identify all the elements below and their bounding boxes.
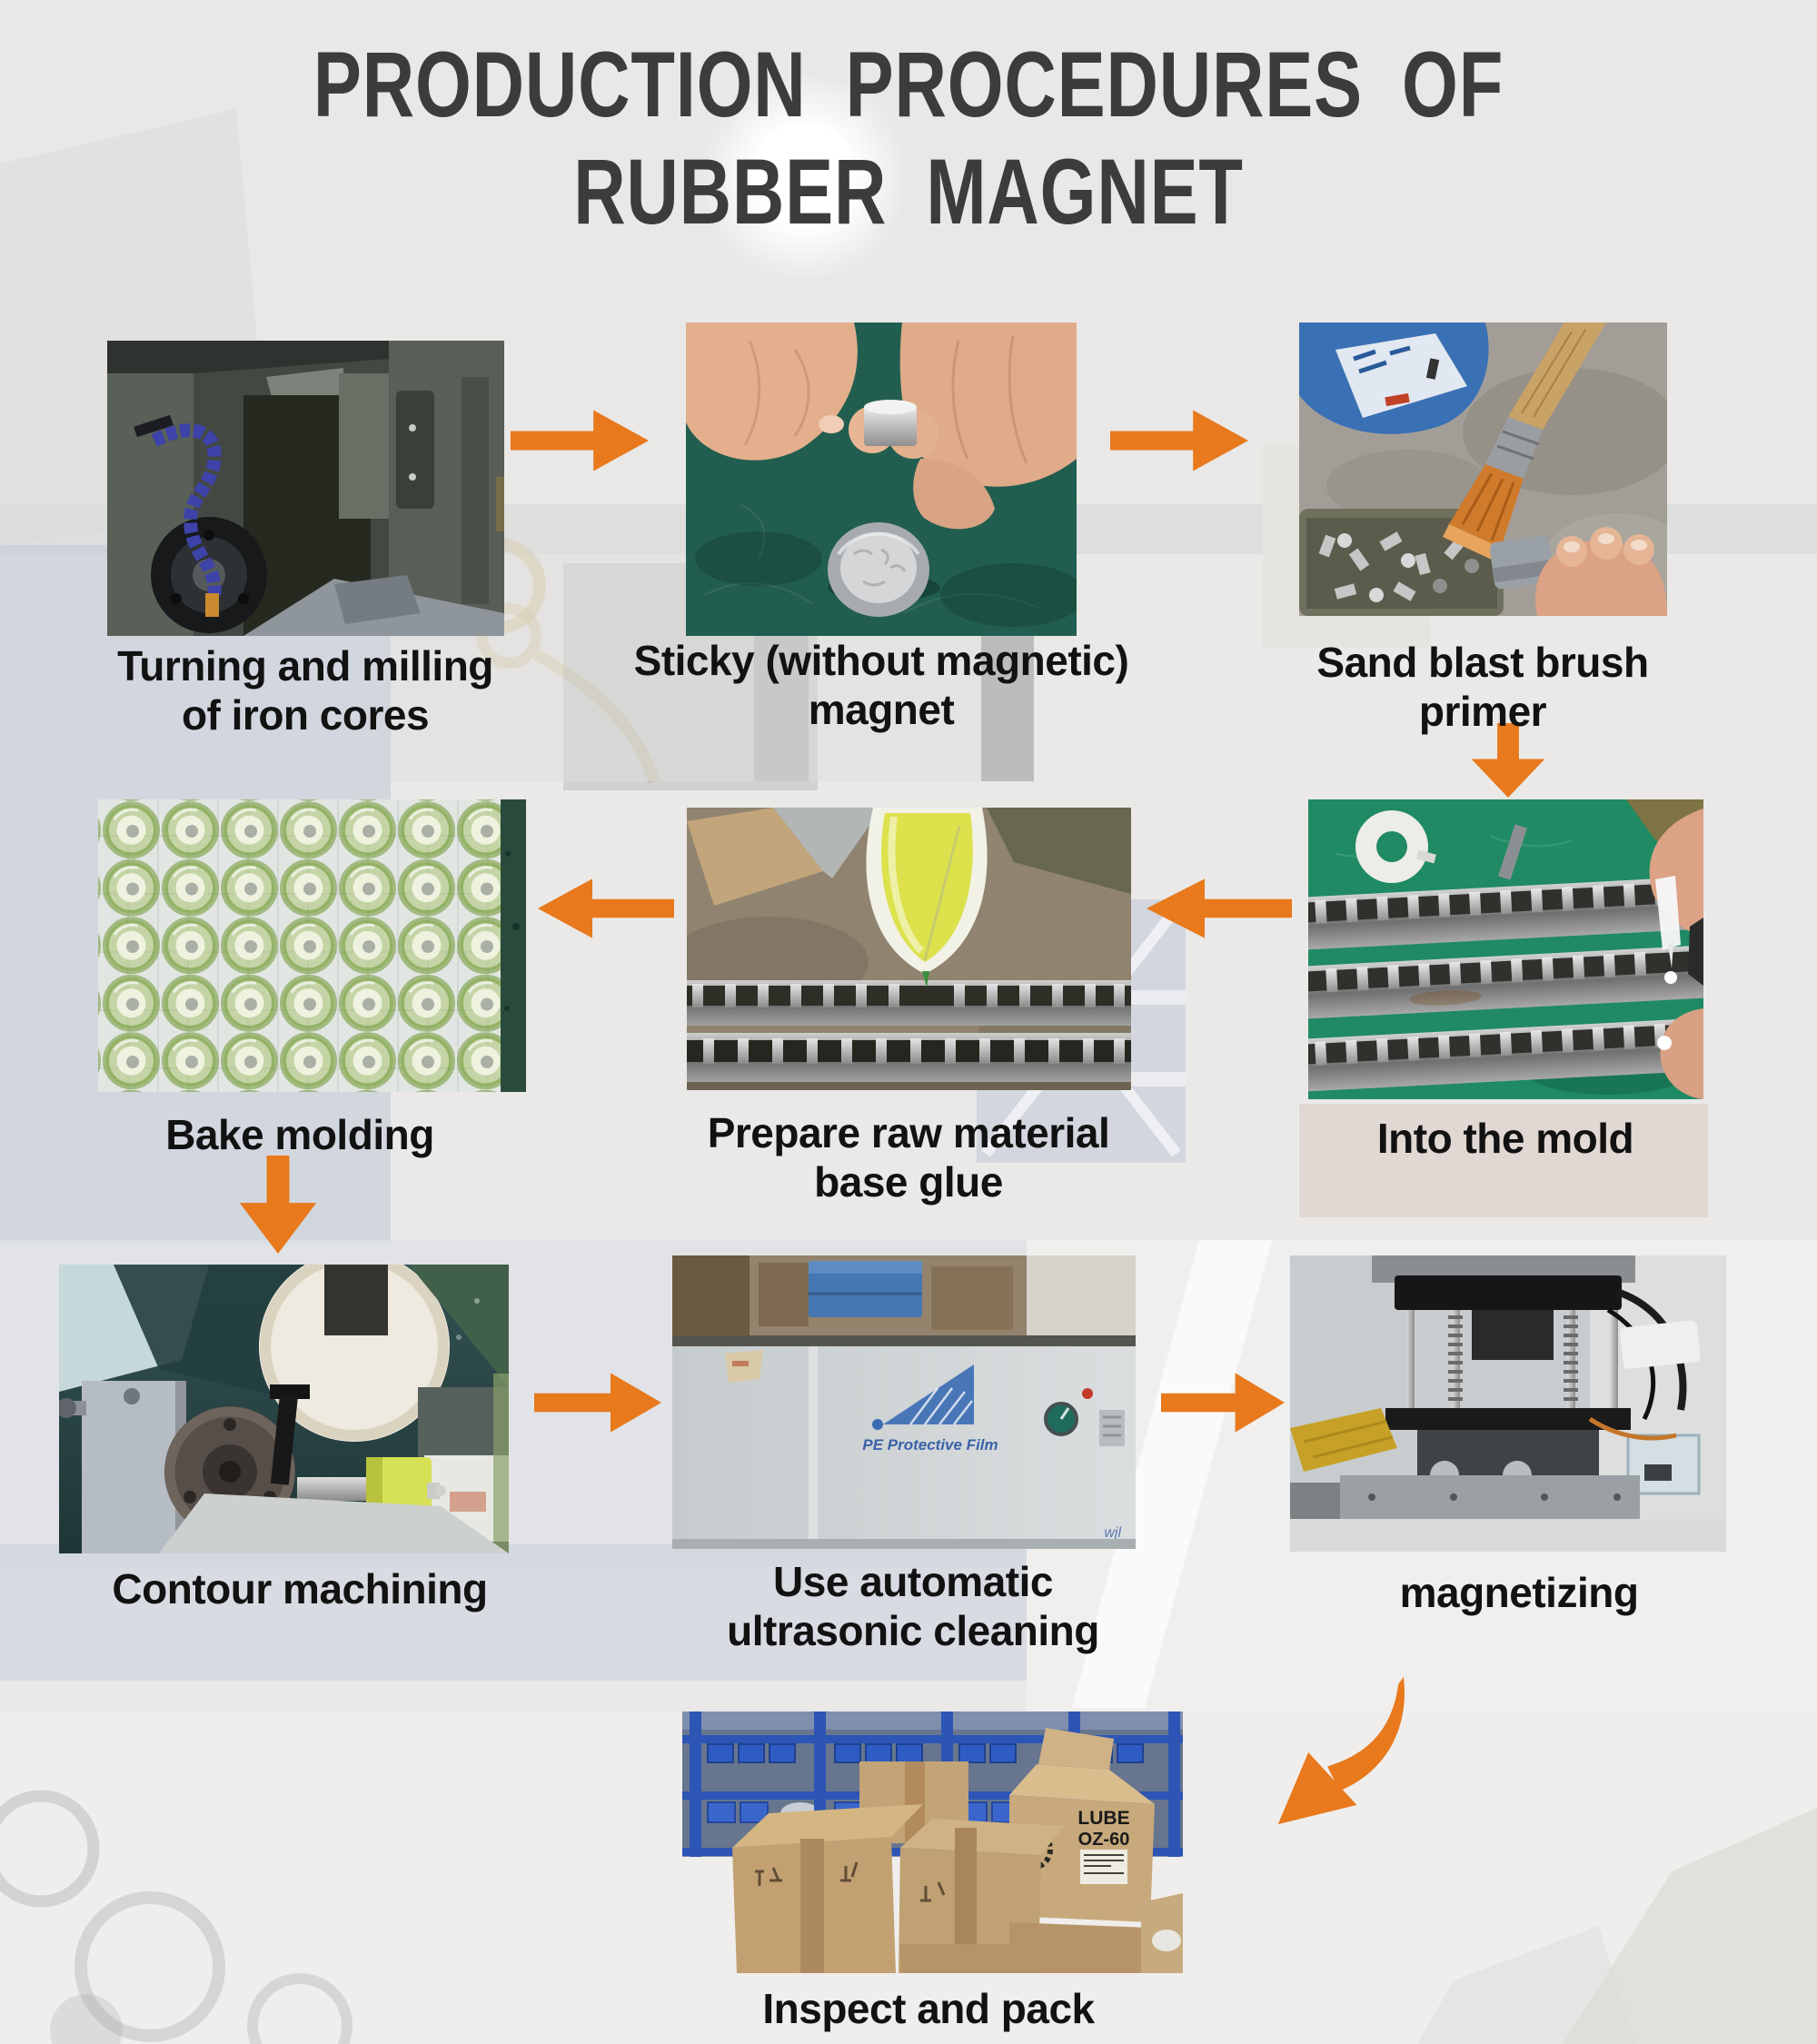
photo-into-the-mold — [1308, 799, 1703, 1099]
caption-line: Contour machining — [112, 1565, 488, 1612]
caption-magnetizing: magnetizing — [1301, 1568, 1737, 1617]
arrow-right-icon — [511, 402, 649, 480]
photo-prepare-raw-material — [687, 808, 1131, 1090]
caption-line: primer — [1418, 688, 1547, 736]
caption-line: Sand blast brush — [1316, 639, 1649, 686]
caption-line: Use automatic — [773, 1558, 1053, 1605]
caption-line: Turning and milling — [117, 642, 493, 690]
photo-sand-blast-brush — [1299, 322, 1667, 616]
caption-bake-molding: Bake molding — [82, 1110, 518, 1159]
curved-arrow-icon — [1274, 1677, 1421, 1828]
photo-turning-milling — [107, 341, 504, 636]
arrow-down-icon — [1468, 723, 1548, 798]
caption-line: Prepare raw material — [707, 1109, 1110, 1156]
ultrasonic-logo-text: PE Protective Film — [862, 1436, 998, 1454]
arrow-right-icon — [1110, 402, 1248, 480]
caption-line: Inspect and pack — [762, 1985, 1095, 2032]
photo-contour-machining — [59, 1265, 509, 1553]
caption-prepare-raw-material: Prepare raw material base glue — [672, 1108, 1145, 1207]
caption-line: of iron cores — [181, 691, 430, 739]
arrow-down-icon — [236, 1156, 320, 1254]
caption-ultrasonic-cleaning: Use automatic ultrasonic cleaning — [677, 1557, 1149, 1656]
box-brand-text: LUBE — [1077, 1808, 1129, 1829]
arrow-left-icon — [1147, 870, 1292, 947]
photo-sticky-magnet — [686, 322, 1077, 636]
caption-sticky-magnet: Sticky (without magnetic) magnet — [627, 636, 1136, 735]
caption-turning-milling: Turning and milling of iron cores — [69, 641, 541, 740]
box-model-text: OZ-60 — [1078, 1830, 1130, 1850]
page-title-line1: PRODUCTION PROCEDURES OF — [313, 33, 1504, 136]
ultrasonic-corner-text: wjl — [1104, 1525, 1121, 1541]
arrow-right-icon — [1161, 1364, 1285, 1441]
page-title-line2: RUBBER MAGNET — [573, 140, 1244, 244]
arrow-left-icon — [538, 870, 674, 947]
caption-line: Bake molding — [165, 1111, 434, 1158]
caption-sand-blast-brush: Sand blast brush primer — [1265, 638, 1701, 737]
arrow-right-icon — [534, 1364, 661, 1441]
photo-ultrasonic-cleaning: PE Protective Film wjl — [672, 1255, 1136, 1549]
photo-magnetizing — [1290, 1255, 1726, 1552]
caption-line: Sticky (without magnetic) — [633, 637, 1129, 684]
caption-into-the-mold: Into the mold — [1296, 1114, 1714, 1163]
caption-line: Into the mold — [1376, 1115, 1634, 1162]
photo-inspect-and-pack: LUBE OZ-60 — [682, 1712, 1183, 1973]
caption-line: base glue — [814, 1158, 1003, 1206]
caption-line: magnetizing — [1399, 1569, 1639, 1616]
caption-contour-machining: Contour machining — [73, 1564, 527, 1613]
caption-line: ultrasonic cleaning — [727, 1607, 1099, 1655]
page-title: PRODUCTION PROCEDURES OF RUBBER MAGNET — [0, 31, 1817, 246]
photo-bake-molding — [98, 799, 526, 1092]
caption-line: magnet — [808, 686, 955, 734]
caption-inspect-and-pack: Inspect and pack — [692, 1984, 1165, 2033]
